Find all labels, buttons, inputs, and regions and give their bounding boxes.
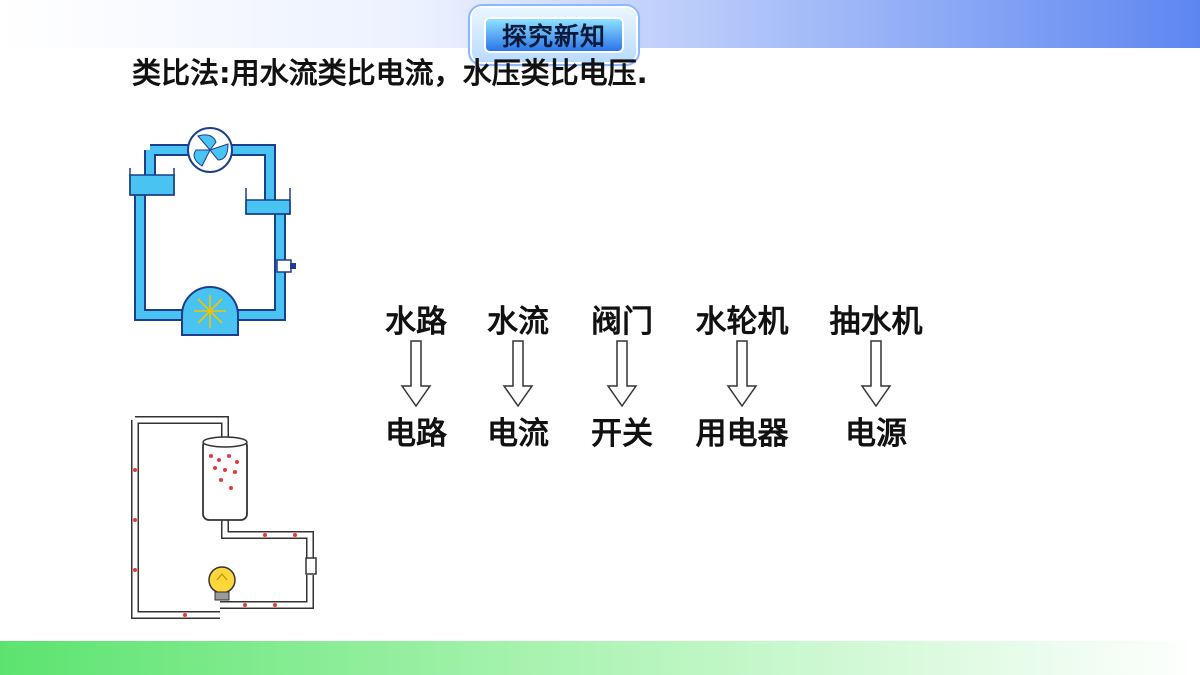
electric-term: 用电器 <box>695 416 789 452</box>
electric-term: 电源 <box>845 416 907 452</box>
valve-icon <box>276 259 292 273</box>
water-term: 水流 <box>487 304 549 340</box>
water-circuit-diagram <box>129 127 296 336</box>
down-arrow-icon <box>400 340 432 408</box>
electric-term: 开关 <box>591 416 653 452</box>
down-arrow-icon <box>606 340 638 408</box>
switch-icon <box>305 557 317 575</box>
water-term: 抽水机 <box>829 304 923 340</box>
water-term: 水轮机 <box>695 304 789 340</box>
charge-dots <box>133 454 297 617</box>
water-term: 水路 <box>385 304 447 340</box>
analogy-column-3: 阀门 开关 <box>562 300 682 452</box>
bottom-gradient-band <box>0 641 1200 675</box>
tank-icon <box>202 439 248 521</box>
right-water-tank <box>245 199 291 215</box>
circuit-wire <box>132 417 228 618</box>
down-arrow-icon <box>726 340 758 408</box>
electric-term: 电流 <box>487 416 549 452</box>
page-headline: 类比法:用水流类比电流，水压类比电压. <box>132 56 648 90</box>
left-water-tank <box>129 174 175 196</box>
light-bulb-icon <box>208 566 236 594</box>
section-title: 探究新知 <box>484 17 624 53</box>
analogy-column-5: 抽水机 电源 <box>816 300 936 452</box>
analogy-column-1: 水路 电路 <box>356 300 476 452</box>
water-term: 阀门 <box>591 304 653 340</box>
pump-impeller <box>194 295 226 328</box>
analogy-table: 水路 电路 水流 电流 阀门 开关 水轮机 用电器 抽水机 电源 <box>370 300 950 470</box>
section-badge: 探究新知 <box>472 8 636 62</box>
down-arrow-icon <box>860 340 892 408</box>
electric-circuit-diagram <box>131 416 317 619</box>
down-arrow-icon <box>502 340 534 408</box>
analogy-column-2: 水流 电流 <box>458 300 578 452</box>
analogy-column-4: 水轮机 用电器 <box>682 300 802 452</box>
electric-term: 电路 <box>385 416 447 452</box>
